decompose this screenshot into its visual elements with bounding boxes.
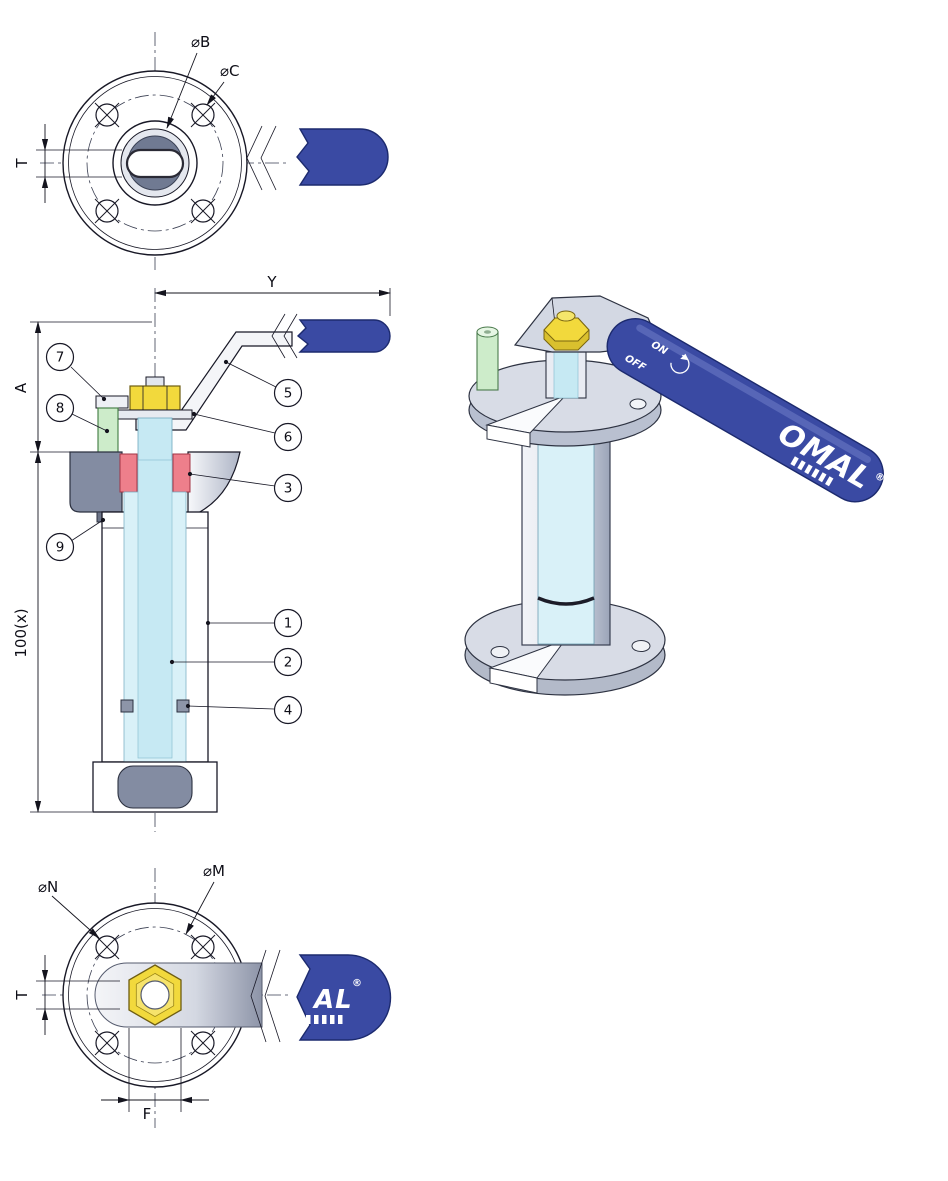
callout-3: 3 (187, 471, 303, 503)
bolt-hole (190, 198, 216, 224)
svg-text:3: 3 (284, 481, 293, 497)
iso-bolt-hole (631, 640, 651, 652)
isometric-view: ON OFF OMAL ® (464, 295, 886, 696)
iso-stop-pin (476, 331, 499, 391)
stem-bolt-tip (145, 376, 165, 387)
leader-n (51, 895, 100, 939)
svg-text:4: 4 (284, 703, 293, 719)
brand-registered-2: ® (352, 978, 362, 989)
dim-label-m: ⌀M (203, 862, 225, 880)
callout-5: 5 (223, 359, 303, 408)
brand-logo-bars (790, 456, 834, 487)
seat-seal-right (176, 699, 190, 713)
leader-m (185, 881, 215, 935)
callout-8: 8 (45, 393, 110, 434)
dim-label-f: F (143, 1105, 152, 1123)
svg-text:9: 9 (56, 540, 65, 556)
bolt-hole (94, 198, 120, 224)
brand-partial: AL (312, 985, 353, 1015)
bottom-view: ⌀N ⌀M T F AL ® (13, 862, 392, 1128)
svg-text:5: 5 (284, 386, 293, 402)
bolt-hole (94, 102, 120, 128)
break-line (250, 949, 267, 1043)
svg-text:7: 7 (56, 350, 65, 366)
callout-1: 1 (205, 608, 303, 638)
iso-bolt-head (556, 310, 576, 322)
svg-text:2: 2 (284, 655, 293, 671)
stem-seal-right (172, 453, 191, 493)
bolt-hole (94, 934, 120, 960)
callout-6: 6 (191, 411, 303, 452)
stop-plate (95, 395, 129, 409)
stem-nut (129, 385, 181, 411)
top-view: ⌀B ⌀C T (13, 32, 389, 270)
iso-handle-highlight (636, 324, 872, 463)
iso-handle: ON OFF OMAL ® (606, 318, 886, 503)
dim-label-c: ⌀C (220, 62, 240, 80)
brand-logo-bars-2 (306, 1015, 343, 1024)
rotation-arrow-head (680, 353, 689, 361)
handle-cap-side (296, 319, 391, 353)
stem-seal-left (119, 453, 138, 493)
svg-text:8: 8 (56, 401, 65, 417)
dim-label-t: T (13, 158, 31, 169)
leader-c (206, 81, 225, 106)
flange-horn (187, 451, 241, 515)
flange-section-block (69, 451, 123, 513)
iso-o-ring (537, 596, 595, 606)
leader-b (166, 52, 198, 129)
iso-bolt-hole (629, 398, 647, 410)
callout-7: 7 (45, 342, 107, 402)
iso-bottom-cut-band (489, 667, 538, 694)
dim-label-b: ⌀B (191, 33, 210, 51)
break-line (283, 313, 298, 359)
dim-label-t2: T (13, 990, 31, 1001)
brand-registered: ® (872, 471, 886, 486)
ball-seat (117, 765, 193, 809)
bolt-hole (190, 1030, 216, 1056)
svg-text:6: 6 (284, 430, 293, 446)
bolt-hole (190, 102, 216, 128)
break-line (260, 125, 277, 191)
callout-2: 2 (169, 647, 303, 677)
iso-top-cut-band (486, 424, 531, 448)
dim-label-a: A (12, 382, 30, 393)
handle-cap-logo (296, 954, 392, 1041)
bolt-hole (190, 934, 216, 960)
break-line (264, 949, 281, 1043)
break-line (271, 313, 286, 359)
section-view: Y A (12, 273, 391, 832)
handle-cap-top (296, 128, 389, 186)
dim-label-height: 100(x) (12, 608, 30, 657)
iso-stem (553, 351, 579, 399)
callout-4: 4 (185, 695, 303, 725)
break-line (246, 125, 263, 191)
iso-handle-sleeve (606, 318, 884, 503)
iso-stop-pin-hole (484, 330, 491, 334)
end-port-hole (140, 980, 170, 1010)
svg-text:1: 1 (284, 616, 293, 632)
flange-inner-edge (68, 76, 242, 250)
dim-label-y: Y (266, 273, 277, 291)
seat-seal-left (120, 699, 134, 713)
stem-gland (97, 407, 119, 455)
iso-bolt-hole (490, 646, 510, 658)
inner-tube (137, 459, 173, 759)
callout-9: 9 (45, 517, 106, 562)
bolt-hole (94, 1030, 120, 1056)
bolt-circle (86, 94, 224, 232)
dim-label-n: ⌀N (38, 878, 58, 896)
stem-slot (125, 148, 185, 179)
iso-nut (543, 317, 590, 342)
